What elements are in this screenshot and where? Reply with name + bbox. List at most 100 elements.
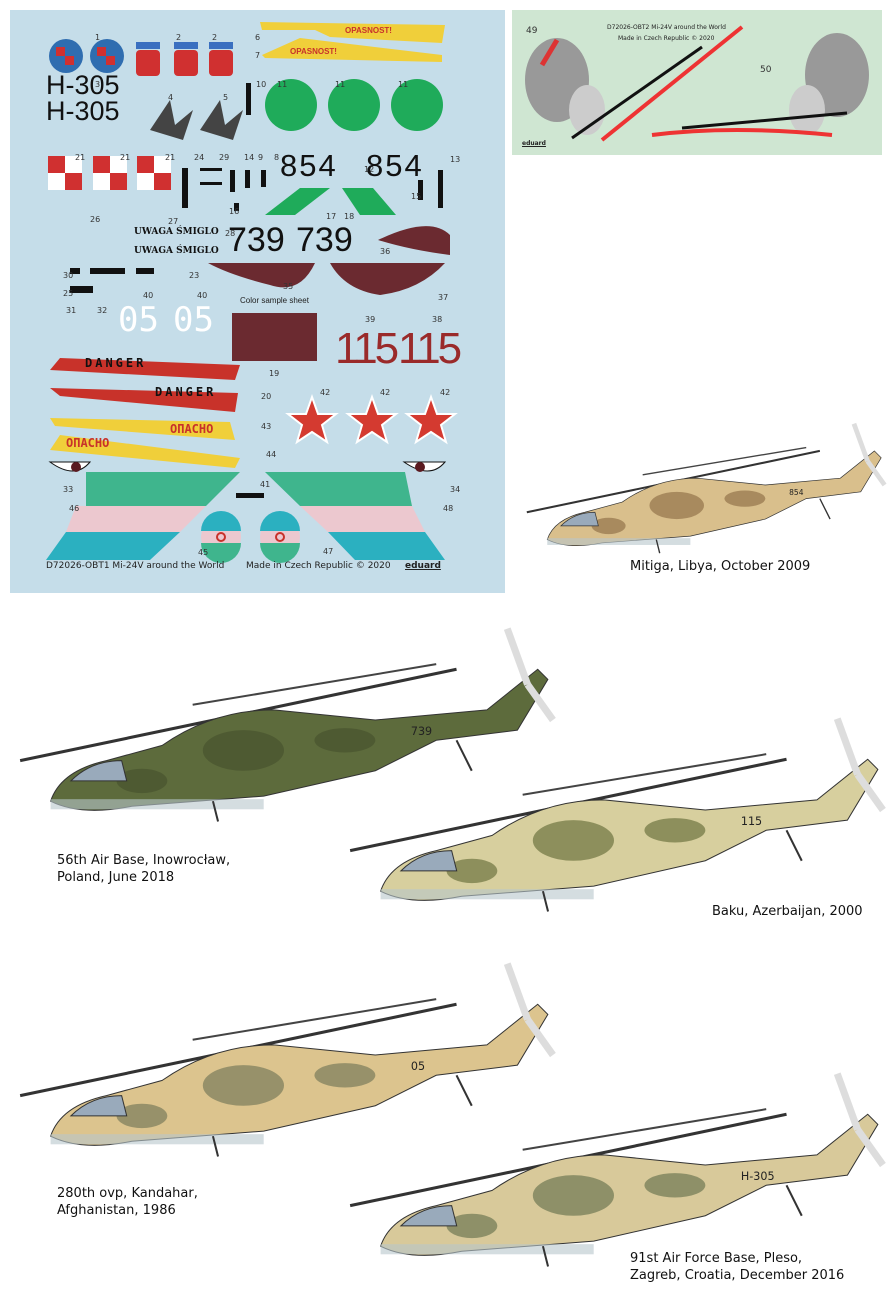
decal-number: 11 [335, 80, 346, 89]
decal-number: 35 [283, 282, 294, 291]
tail-rotor [503, 962, 556, 1058]
warning-decal: UWAGA ŚMIGLO [134, 227, 219, 237]
eduard-logo: eduard [405, 561, 441, 571]
decal-number: 5 [223, 93, 229, 102]
warning-text: OPASNOST! [290, 47, 337, 56]
decal-number: 16 [229, 207, 240, 216]
decal-number: 46 [69, 504, 80, 513]
number-decal: 115 [335, 324, 399, 373]
tail-number-decal: 739 [296, 221, 353, 259]
profile-caption: 91st Air Force Base, Pleso,Zagreb, Croat… [630, 1250, 844, 1284]
croatian-roundel-icon [90, 39, 124, 73]
number-decal: 05 [173, 300, 214, 340]
helicopter-profile: 05 [19, 962, 556, 1157]
warning-stripe-7 [262, 38, 442, 62]
decal-number: 19 [269, 369, 280, 378]
decal-number: 28 [225, 229, 236, 238]
caption-line: Baku, Azerbaijan, 2000 [712, 904, 863, 919]
decal-number: 50 [760, 65, 772, 75]
made-in-label: Made in Czech Republic © 2020 [246, 561, 391, 571]
tail-number-decal: 739 [228, 221, 285, 259]
number-decal: 05 [118, 300, 159, 340]
helicopter-profile: 854 [526, 422, 887, 554]
decal-number: 44 [266, 450, 277, 459]
warning-stripe-6 [260, 22, 445, 43]
aircraft-marking: 739 [411, 725, 432, 738]
decal-number: 29 [219, 153, 230, 162]
caption-line: Zagreb, Croatia, December 2016 [630, 1268, 845, 1283]
hussar-artwork [525, 25, 869, 142]
helicopter-profile: 739 [19, 627, 556, 822]
profile-caption: 56th Air Base, Inowrocław,Poland, June 2… [57, 852, 230, 886]
decal-sheet-2: 49 50 D72026-OBT2 Mi-24V around the Worl… [512, 10, 882, 155]
tail-number-decal: 854 [280, 148, 338, 183]
decal-number: 21 [75, 153, 86, 162]
fuselage [49, 668, 549, 811]
shark-mouth-35 [208, 263, 315, 288]
helicopter-profile: H-305 [349, 1072, 886, 1267]
warning-text: DANGER [155, 385, 217, 399]
caption-line: Afghanistan, 1986 [57, 1203, 176, 1218]
number-decal: 115 [398, 324, 462, 373]
decal-number: 43 [261, 422, 272, 431]
caption-line: 280th ovp, Kandahar, [57, 1186, 198, 1201]
color-sample-swatch [232, 313, 317, 361]
warning-text: ОПАСНО [66, 436, 110, 450]
sheet-code: D72026-OBT2 Mi-24V around the World [607, 24, 726, 31]
decal-number: 36 [380, 247, 391, 256]
warning-text: ОПАСНО [170, 422, 214, 436]
registration-decal: H-305 [46, 70, 120, 100]
star-icon [285, 393, 458, 445]
tail-rotor [851, 422, 887, 487]
decal-number: 42 [380, 388, 391, 397]
shark-mouth-36 [378, 226, 450, 255]
decal-number: 38 [432, 315, 443, 324]
color-sample-label: Color sample sheet [240, 296, 309, 305]
decal-number: 34 [450, 485, 461, 494]
decal-number: 14 [244, 153, 255, 162]
decal-number: 12 [364, 165, 375, 174]
decal-number: 17 [326, 212, 337, 221]
profile-caption: 280th ovp, Kandahar, Afghanistan, 1986 [57, 1185, 198, 1219]
aircraft-marking: 05 [411, 1060, 425, 1073]
fuselage [379, 758, 879, 901]
made-in-label: Made in Czech Republic © 2020 [618, 35, 715, 42]
decal-number: 24 [194, 153, 205, 162]
aircraft-marking: 854 [789, 488, 804, 497]
caption-line: Mitiga, Libya, October 2009 [630, 559, 811, 574]
decal-number: 30 [63, 271, 74, 280]
azerbaijan-flag-left [46, 472, 240, 560]
aircraft-marking: 115 [741, 815, 762, 828]
decal-number: 8 [274, 153, 280, 162]
profile-caption: Mitiga, Libya, October 2009 [630, 558, 810, 575]
decal-number: 1 [95, 33, 101, 42]
decal-number: 11 [398, 80, 409, 89]
bat-emblem-icon [150, 100, 243, 140]
decal-number: 25 [63, 289, 74, 298]
decal-number: 6 [255, 33, 261, 42]
tail-rotor [833, 717, 886, 813]
shark-mouth-37 [330, 263, 445, 295]
caption-line: Poland, June 2018 [57, 870, 175, 885]
decal-number: 33 [63, 485, 74, 494]
decal-number: 4 [168, 93, 174, 102]
fuselage [379, 1113, 879, 1256]
eye-icon [48, 461, 447, 472]
decal-number: 39 [365, 315, 376, 324]
registration-decal: H-305 [46, 96, 120, 126]
winged-hussar-icon [525, 38, 605, 135]
eduard-logo: eduard [522, 140, 546, 147]
decal-number: 2 [176, 33, 182, 42]
warning-text: OPASNOST! [345, 26, 392, 35]
decal-number: 23 [189, 271, 200, 280]
warning-text: DANGER [85, 356, 147, 370]
decal-number: 11 [277, 80, 288, 89]
croatian-coat-of-arms-icon [136, 42, 160, 76]
aircraft-marking: H-305 [741, 1170, 775, 1183]
azerbaijan-roundel-icon [201, 511, 241, 563]
decal-number: 21 [120, 153, 131, 162]
decal-number: 31 [66, 306, 77, 315]
decal-number: 20 [261, 392, 272, 401]
decal-number: 13 [450, 155, 461, 164]
